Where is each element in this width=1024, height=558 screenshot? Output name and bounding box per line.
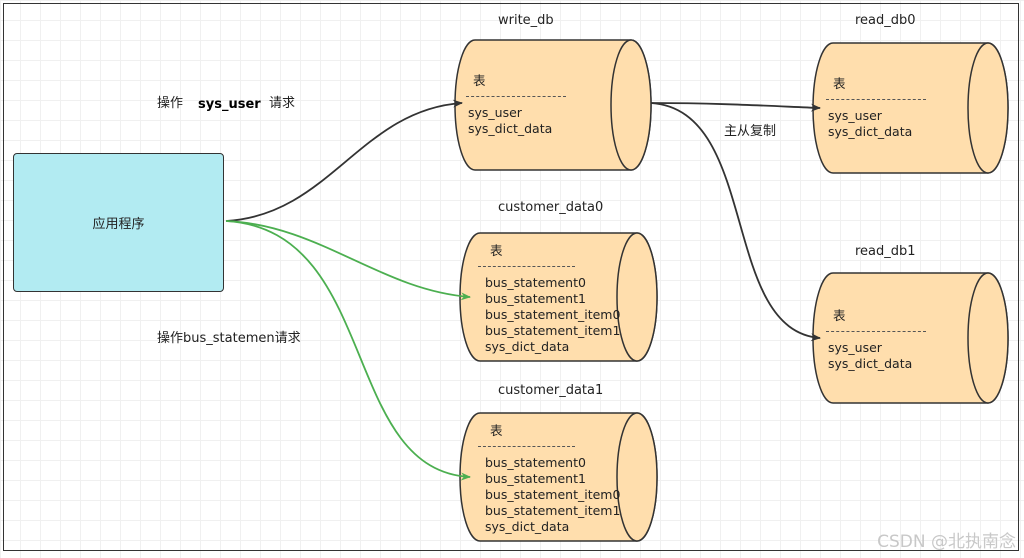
customer-data0-table-1: bus_statement0 (485, 275, 586, 290)
watermark: CSDN @北执南念 (877, 532, 1016, 552)
write-db-title: write_db (498, 13, 554, 28)
write-db-header: 表 (473, 73, 486, 88)
customer-data0-table-5: sys_dict_data (485, 339, 570, 354)
customer-data0-table-2: bus_statement1 (485, 291, 586, 306)
write-db-table-2: sys_dict_data (468, 121, 553, 136)
read-db0-table-2: sys_dict_data (828, 124, 913, 139)
write-db-separator (466, 96, 566, 97)
customer-data1-separator (478, 446, 575, 447)
bus-request-label: 操作bus_statemen请求 (157, 331, 301, 346)
cylinder-read-db0[interactable] (812, 42, 1009, 174)
app-box[interactable]: 应用程序 (13, 153, 224, 292)
arrow-write-to-read-db0 (650, 102, 821, 112)
arrow-app-to-customer-data1 (225, 220, 471, 481)
read-db1-header: 表 (833, 308, 846, 323)
arrow-write-to-read-db1 (650, 102, 821, 342)
customer-data1-table-4: bus_statement_item1 (485, 503, 621, 518)
read-db1-table-2: sys_dict_data (828, 356, 913, 371)
app-label: 应用程序 (92, 217, 145, 232)
diagram-frame (3, 3, 1019, 551)
write-request-prefix: 操作 (157, 96, 184, 111)
customer-data1-table-2: bus_statement1 (485, 471, 586, 486)
read-db1-title: read_db1 (855, 244, 916, 259)
replication-label: 主从复制 (724, 124, 777, 139)
write-db-table-1: sys_user (468, 105, 522, 120)
cylinder-read-db1[interactable] (812, 272, 1009, 404)
customer-data1-title: customer_data1 (498, 383, 604, 398)
write-request-suffix: 请求 (269, 96, 296, 111)
customer-data1-table-1: bus_statement0 (485, 455, 586, 470)
customer-data1-header: 表 (490, 423, 503, 438)
write-request-table: sys_user (198, 97, 261, 112)
customer-data1-table-3: bus_statement_item0 (485, 487, 621, 502)
customer-data0-table-4: bus_statement_item1 (485, 323, 621, 338)
read-db1-separator (826, 331, 926, 332)
customer-data0-separator (478, 266, 575, 267)
customer-data1-table-5: sys_dict_data (485, 519, 570, 534)
cylinder-customer-data1[interactable] (459, 412, 658, 542)
read-db1-table-1: sys_user (828, 340, 882, 355)
customer-data0-header: 表 (490, 243, 503, 258)
read-db0-table-1: sys_user (828, 108, 882, 123)
cylinder-customer-data0[interactable] (459, 232, 658, 362)
read-db0-separator (826, 99, 926, 100)
arrow-app-to-customer-data0 (225, 220, 471, 301)
customer-data0-title: customer_data0 (498, 200, 604, 215)
cylinder-write-db[interactable] (454, 39, 652, 171)
read-db0-title: read_db0 (855, 13, 916, 28)
arrow-app-to-write-db (225, 99, 463, 222)
read-db0-header: 表 (833, 76, 846, 91)
customer-data0-table-3: bus_statement_item0 (485, 307, 621, 322)
